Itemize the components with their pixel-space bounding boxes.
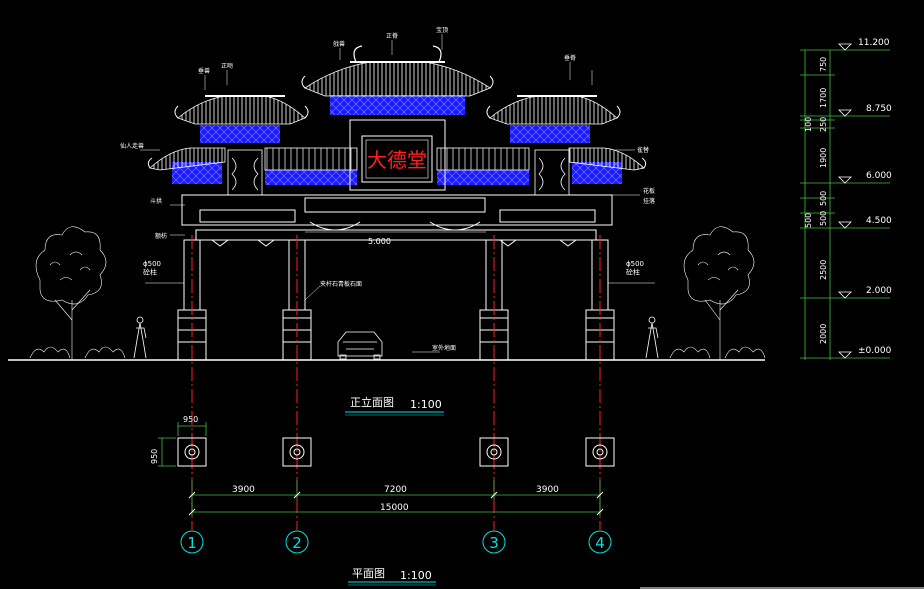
side-roof-right-low [568,147,647,184]
elevation-view: 大德堂 正吻 垂兽 戗兽 正脊 宝顶 垂脊 仙人走兽 斗拱 额枋 [8,26,766,416]
level-dim: 500 [819,211,828,226]
callout-label: 挂落 [643,197,655,205]
callout-label: 花板 [643,187,655,195]
level-dim: 2000 [819,324,828,344]
car-icon [337,331,383,360]
shrub-left-icon [29,346,126,359]
total-dim: 15000 [380,503,409,513]
level-dim: 2500 [819,260,828,280]
axis-label-4: 4 [595,534,605,552]
callout-label: 仙人走兽 [120,142,144,150]
upper-roof-right [486,95,621,143]
plan-columns [177,437,615,467]
level-label-8750: 8.750 [866,104,892,114]
span-dim-1: 3900 [232,485,255,495]
upper-roof-left [174,95,309,143]
callout-label: 雀替 [637,146,649,154]
level-dim: 1900 [819,148,828,168]
span-label: 5.000 [368,237,391,246]
roof-callout-labels: 正吻 垂兽 戗兽 正脊 宝顶 垂脊 仙人走兽 斗拱 额枋 雀替 花板 挂落 [120,26,655,240]
roof-callouts [140,34,640,236]
pedestrian-left-icon [133,316,147,359]
callout-label: 正脊 [386,32,398,40]
span-dim-3: 3900 [536,485,559,495]
level-label-4500: 4.500 [866,216,892,226]
callout-label: 戗兽 [333,40,345,48]
plaque-frame [361,135,433,183]
axis-label-3: 3 [489,534,499,552]
level-dim: 100 [804,117,813,132]
callout-label: 斗拱 [150,197,162,205]
level-label-0: ±0.000 [858,346,892,356]
center-callout-label: 夹杆石青板石面 [320,280,362,288]
column-callouts [145,282,655,353]
callout-label: 额枋 [155,232,167,240]
plan-view: 950 950 3900 7200 3900 15000 [150,415,615,586]
span-dim-2: 7200 [384,485,407,495]
level-dim: 500 [804,213,813,228]
callout-label: 垂脊 [564,54,576,62]
elevation-scale: 1:100 [410,398,442,411]
central-section: 大德堂 [301,45,494,191]
axis-label-1: 1 [187,534,197,552]
col-width-dim: 950 [183,415,198,424]
mid-band [264,147,530,185]
plan-scale: 1:100 [400,569,432,582]
plaque-text: 大德堂 [367,148,427,172]
beams [181,194,613,247]
level-label-2000: 2.000 [866,286,892,296]
elevation-title: 正立面图 [350,395,394,409]
shrub-right-icon [669,346,766,359]
callout-label: 垂兽 [198,67,210,75]
axis-bubbles [180,530,612,554]
level-label-6000: 6.000 [866,171,892,181]
level-scale: 11.200 8.750 6.000 4.500 2.000 ±0.000 75… [800,38,892,360]
callout-label: 正吻 [221,62,233,70]
col-depth-dim: 950 [150,449,159,464]
tree-left-icon [35,226,107,360]
pedestrian-right-icon [645,316,659,359]
plan-title: 平面图 [352,567,385,580]
level-dim: 500 [819,191,828,206]
tree-right-icon [683,226,755,360]
callout-label: 宝顶 [436,26,448,34]
side-panels [227,149,570,196]
level-dim: 750 [819,57,828,72]
axis-label-2: 2 [292,534,302,552]
columns [177,239,615,361]
level-dim: 250 [819,117,828,132]
side-roof-left-low [147,147,226,184]
ground-label: 室外地面 [432,344,456,352]
level-dim: 1700 [819,88,828,108]
level-label-11200: 11.200 [858,38,890,48]
